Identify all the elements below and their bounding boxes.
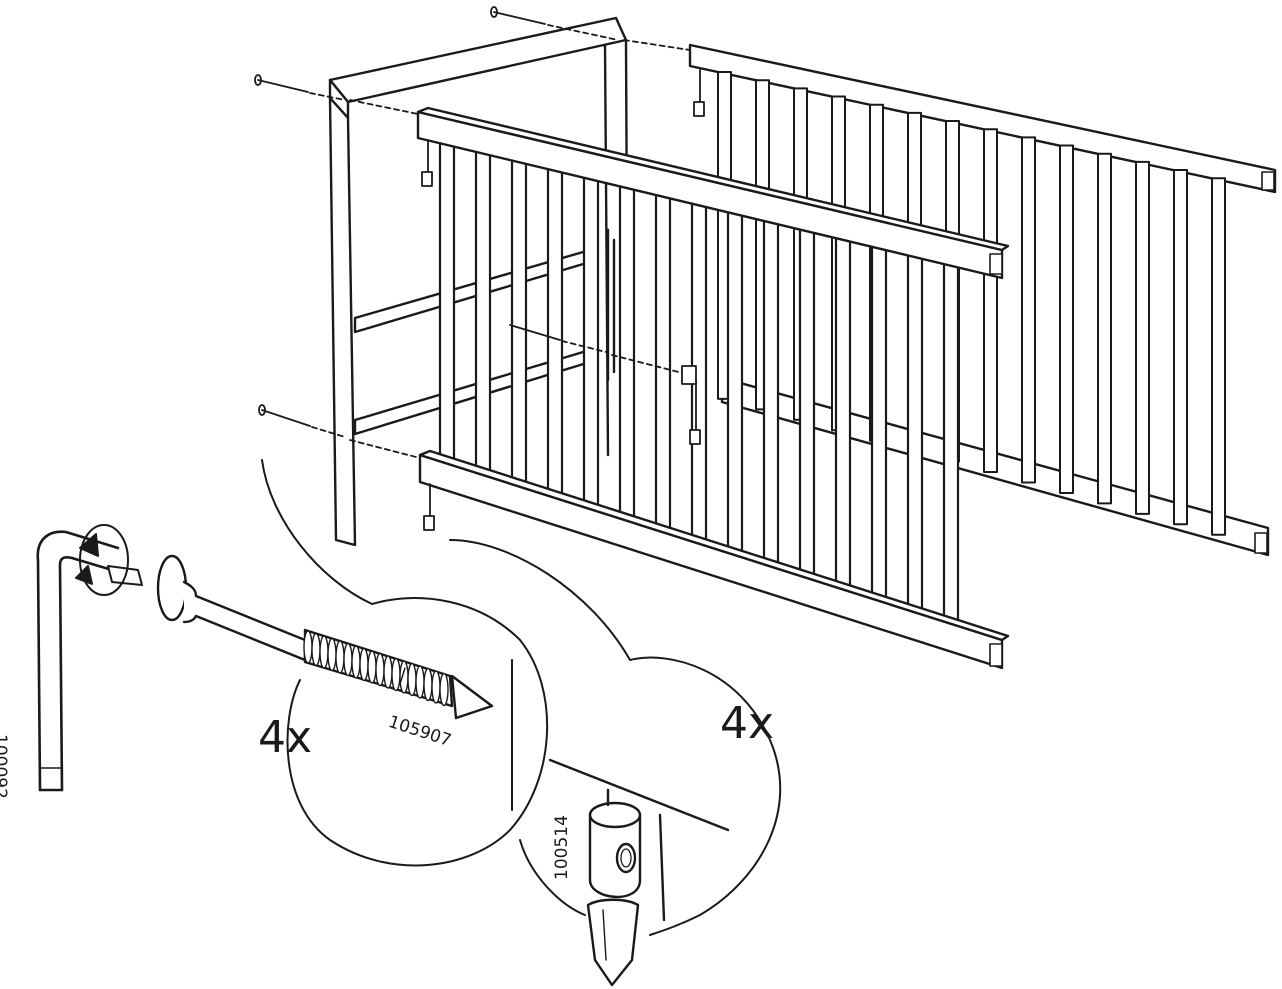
- front-slat: [942, 261, 960, 648]
- bolt-thread: [343, 642, 353, 677]
- bolt-thread: [415, 665, 425, 699]
- exploded-bolts: [254, 6, 705, 531]
- front-slat: [798, 226, 816, 602]
- back-slat: [1173, 169, 1188, 526]
- bolt-thread: [359, 647, 369, 682]
- bolt-thread: [375, 652, 385, 687]
- cross-dowel-icon: [548, 758, 730, 987]
- rotate-arrow-icon: [75, 524, 129, 596]
- bolt-thread: [311, 632, 321, 667]
- bolt-thread: [319, 635, 329, 669]
- front-slat: [762, 217, 780, 591]
- crib-front-side-panel: [416, 106, 1010, 670]
- back-slat: [1021, 136, 1036, 484]
- front-slat: [510, 157, 528, 511]
- bolt-thread: [303, 630, 313, 664]
- bolt-thread: [351, 645, 361, 679]
- bolt-icon: [156, 554, 494, 720]
- front-slat: [726, 209, 744, 580]
- tool-part-number: 100092: [0, 734, 10, 799]
- bolt-thread: [335, 640, 345, 674]
- front-slat: [834, 235, 852, 614]
- bolt-thread: [367, 650, 377, 684]
- bolt-quantity-label: 4x: [258, 712, 313, 763]
- bolt-callout-bubble: [261, 459, 549, 867]
- bolt-thread: [431, 670, 441, 704]
- front-slat: [546, 166, 564, 522]
- back-slat: [1097, 152, 1112, 505]
- front-slat: [474, 148, 492, 499]
- nut-quantity-label: 4x: [720, 698, 775, 749]
- crib-end-frame: [328, 16, 630, 547]
- nut-part-number: 100514: [552, 815, 572, 880]
- bolt-thread: [383, 655, 393, 689]
- bolt-thread: [407, 662, 417, 697]
- front-slat: [582, 174, 600, 534]
- back-slat: [1059, 144, 1074, 494]
- front-slat: [654, 192, 672, 557]
- bolt-thread: [391, 657, 401, 692]
- back-slat: [1211, 177, 1226, 536]
- bolt-thread: [399, 660, 409, 694]
- front-slat: [906, 252, 924, 637]
- front-slat: [438, 140, 456, 488]
- bolt-thread: [423, 667, 433, 702]
- back-slat: [983, 128, 998, 474]
- bolt-thread: [439, 672, 449, 707]
- front-slat: [870, 243, 888, 625]
- bolt-thread: [327, 637, 337, 672]
- back-slat: [1135, 160, 1150, 515]
- nut-callout-bubble: [449, 539, 782, 936]
- front-slat: [618, 183, 636, 545]
